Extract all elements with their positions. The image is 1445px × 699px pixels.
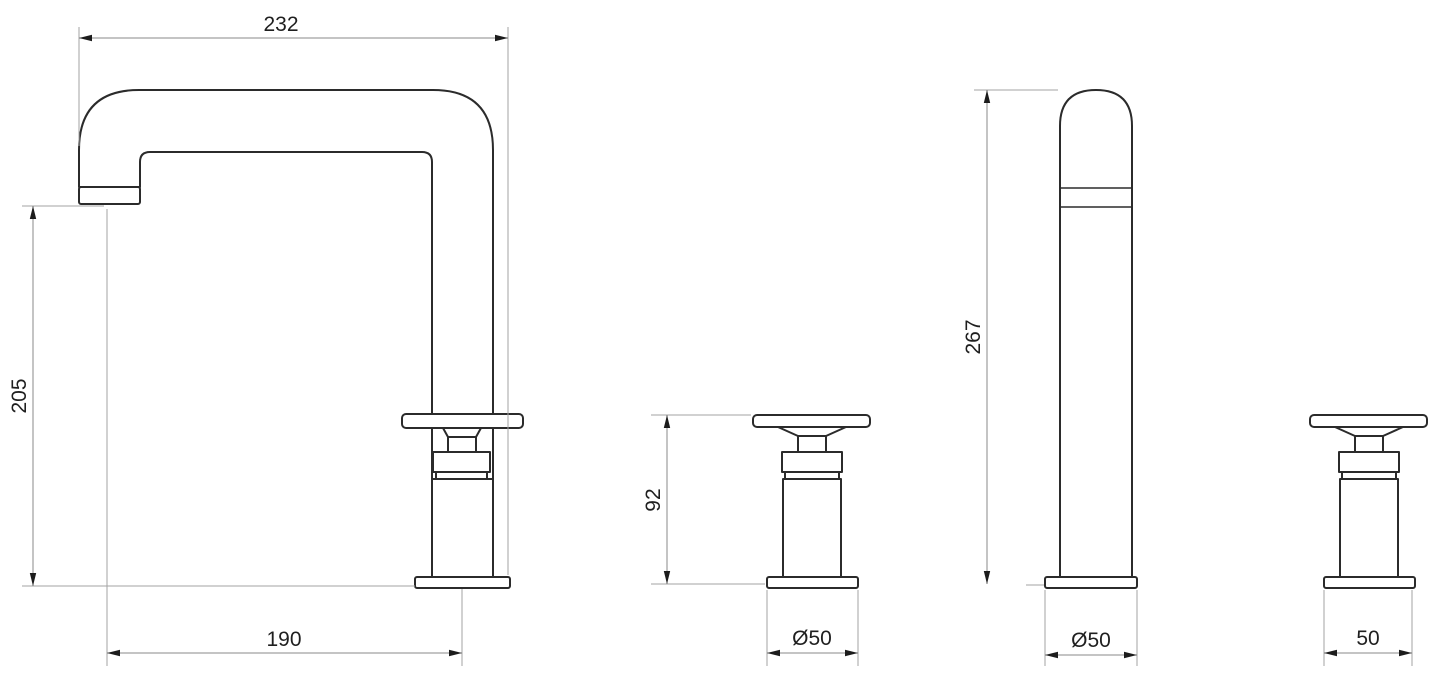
base-flange <box>1323 576 1416 589</box>
dimension-spout-height: 205 <box>8 205 415 587</box>
dimension-spout-reach: 190 <box>106 209 463 666</box>
handle-hub <box>442 427 482 438</box>
dimension-label: 190 <box>266 628 301 651</box>
handle-front-view <box>1309 414 1428 589</box>
arrowhead-right <box>1124 651 1137 659</box>
valve-top-block <box>1338 451 1400 473</box>
handle-stem <box>447 436 477 453</box>
arrowhead-bottom <box>983 571 991 584</box>
valve-top-block <box>781 451 843 473</box>
dimension-column-height: 267 <box>962 89 1058 586</box>
dimension-label: 232 <box>263 13 298 36</box>
arrowhead-bottom <box>663 571 671 584</box>
valve-ring <box>784 471 840 480</box>
spout-front-view <box>1044 89 1138 589</box>
handle-stem <box>797 435 827 453</box>
dimension-label: Ø50 <box>792 627 832 650</box>
dimension-handle-height: 92 <box>642 414 765 585</box>
arrowhead-right <box>1399 649 1412 657</box>
arrowhead-left <box>767 649 780 657</box>
arrowhead-top <box>983 90 991 103</box>
dimension-label: 50 <box>1356 627 1379 650</box>
valve-ring <box>1341 471 1397 480</box>
arrowhead-left <box>1045 651 1058 659</box>
base-flange <box>414 576 511 589</box>
arrowhead-bottom <box>29 573 37 586</box>
dimension-handle-base-diameter: Ø50 <box>766 590 859 666</box>
arrowhead-right <box>845 649 858 657</box>
arrowhead-left <box>107 649 120 657</box>
valve-body <box>782 478 842 578</box>
dimension-column-base-diameter: Ø50 <box>1044 590 1138 666</box>
handle-stem <box>1354 435 1384 453</box>
handle-bar <box>752 414 871 428</box>
arrowhead-right <box>495 34 508 42</box>
arrowhead-left <box>1324 649 1337 657</box>
spout-aerator <box>78 186 141 205</box>
arrowhead-top <box>663 415 671 428</box>
spout-side-view <box>78 89 524 589</box>
handle-hub <box>777 426 847 437</box>
spout-column <box>1059 89 1133 578</box>
handle-hub <box>1334 426 1404 437</box>
handle-bar <box>1309 414 1428 428</box>
spout-outline <box>78 89 494 578</box>
base-flange <box>1044 576 1138 589</box>
valve-top-block <box>432 451 491 473</box>
dimension-label: Ø50 <box>1071 629 1111 652</box>
dimension-label: 267 <box>962 319 985 354</box>
handle-bar <box>401 413 524 429</box>
valve-body <box>1339 478 1399 578</box>
base-flange <box>766 576 859 589</box>
dimension-spout-width: 232 <box>78 13 509 575</box>
dimension-right-handle-base: 50 <box>1323 590 1413 666</box>
arrowhead-right <box>449 649 462 657</box>
arrowhead-left <box>79 34 92 42</box>
dimension-label: 92 <box>642 488 665 511</box>
handle-side-view <box>752 414 871 589</box>
dimension-label: 205 <box>8 378 31 413</box>
arrowhead-top <box>29 206 37 219</box>
valve-ring <box>435 471 488 480</box>
valve-body <box>431 478 494 578</box>
